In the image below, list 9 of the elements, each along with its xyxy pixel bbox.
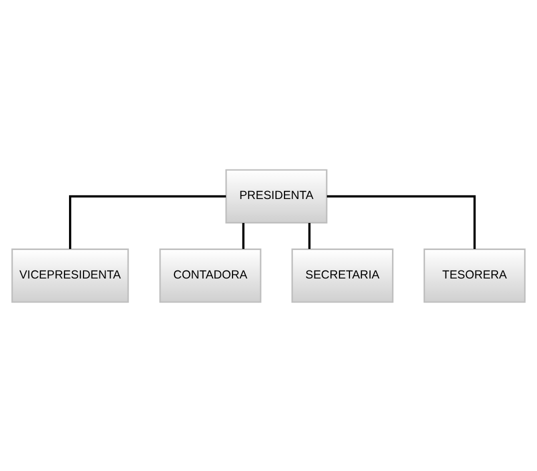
node-box: VICEPRESIDENTA [11, 248, 129, 302]
connector [69, 194, 226, 249]
connector [242, 222, 244, 248]
connector [326, 194, 476, 249]
node-box: TESORERA [424, 248, 526, 302]
node-box: PRESIDENTA [225, 168, 328, 224]
connector [308, 222, 311, 248]
node-box: CONTADORA [159, 248, 262, 302]
node-box: SECRETARIA [291, 248, 394, 302]
